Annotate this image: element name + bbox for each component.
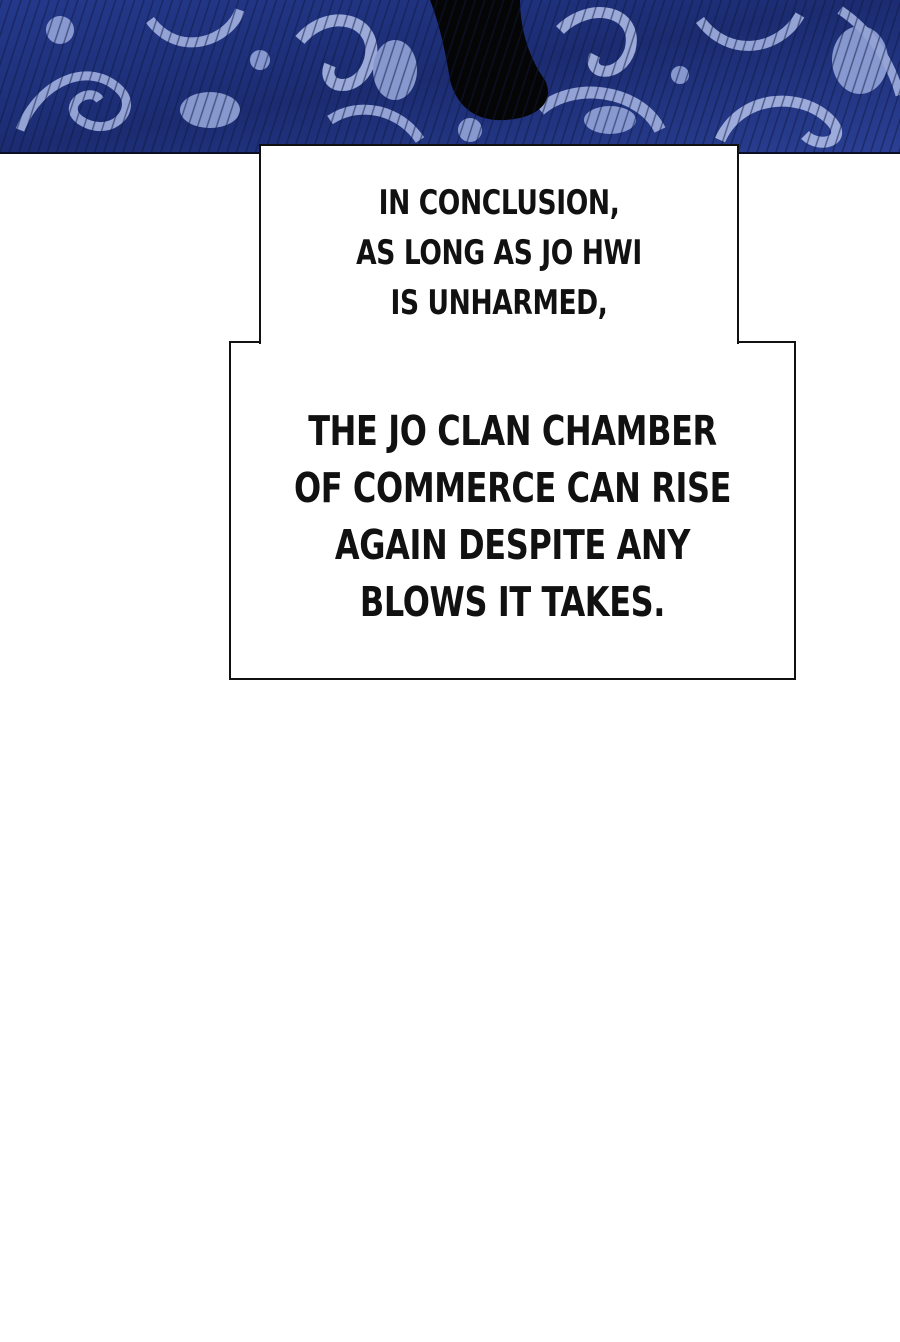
caption-box-first: IN CONCLUSION, AS LONG AS JO HWI IS UNHA… bbox=[259, 144, 739, 344]
caption-line: OF COMMERCE CAN RISE bbox=[293, 464, 732, 512]
caption-line: AS LONG AS JO HWI bbox=[356, 233, 642, 273]
caption-line: IN CONCLUSION, bbox=[378, 183, 620, 223]
damask-pattern-art bbox=[0, 0, 900, 152]
comic-art-panel bbox=[0, 0, 900, 154]
caption-line: AGAIN DESPITE ANY bbox=[334, 521, 691, 569]
caption-text-second: THE JO CLAN CHAMBER OF COMMERCE CAN RISE… bbox=[293, 403, 732, 631]
caption-seam bbox=[261, 338, 737, 346]
caption-text-first: IN CONCLUSION, AS LONG AS JO HWI IS UNHA… bbox=[313, 178, 684, 328]
caption-line: BLOWS IT TAKES. bbox=[359, 578, 666, 626]
caption-box-second: THE JO CLAN CHAMBER OF COMMERCE CAN RISE… bbox=[229, 341, 796, 680]
caption-line: IS UNHARMED, bbox=[390, 283, 608, 323]
caption-line: THE JO CLAN CHAMBER bbox=[308, 407, 717, 455]
